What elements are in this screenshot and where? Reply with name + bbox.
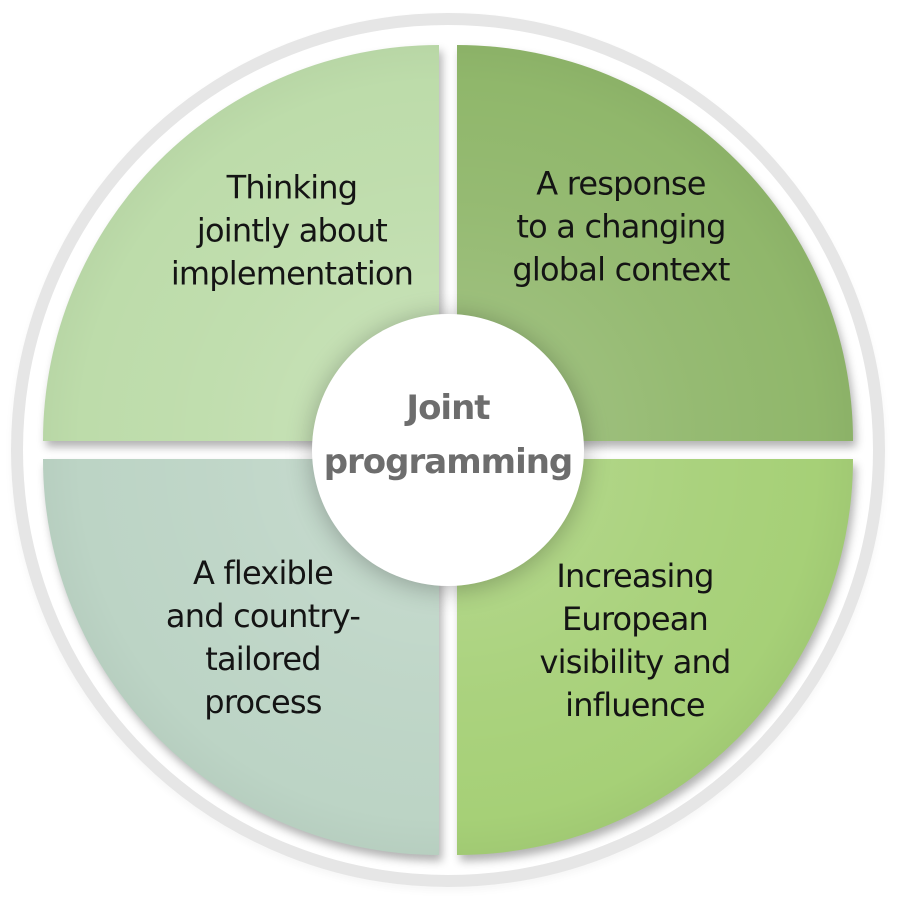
label-line: A flexible [192, 554, 334, 592]
label-line: Thinking [226, 168, 358, 207]
label-line: global context [512, 250, 730, 289]
label-line: European [561, 600, 709, 638]
label-line: tailored [205, 640, 321, 678]
center-label-line: programming [323, 442, 574, 482]
quadrant-label-european-visibility: Increasing European visibility and influ… [539, 555, 731, 727]
center-label-line: Joint [406, 388, 490, 428]
center-label: Joint programming [323, 381, 574, 489]
label-line: to a changing [516, 207, 726, 246]
label-line: A response [536, 164, 706, 203]
label-line: influence [565, 686, 705, 724]
center-circle: Joint programming [312, 314, 584, 586]
label-line: process [204, 683, 322, 721]
label-line: jointly about [196, 211, 388, 250]
label-line: visibility and [539, 643, 731, 681]
label-line: Increasing [556, 557, 714, 595]
quadrant-label-flexible-process: A flexible and country- tailored process [165, 552, 361, 724]
quadrant-label-thinking-jointly: Thinking jointly about implementation [170, 167, 414, 296]
label-line: implementation [170, 254, 414, 293]
label-line: and country- [165, 597, 361, 635]
quadrant-label-response-global-context: A response to a changing global context [512, 163, 730, 292]
quadrant-flexible-process [43, 459, 439, 855]
